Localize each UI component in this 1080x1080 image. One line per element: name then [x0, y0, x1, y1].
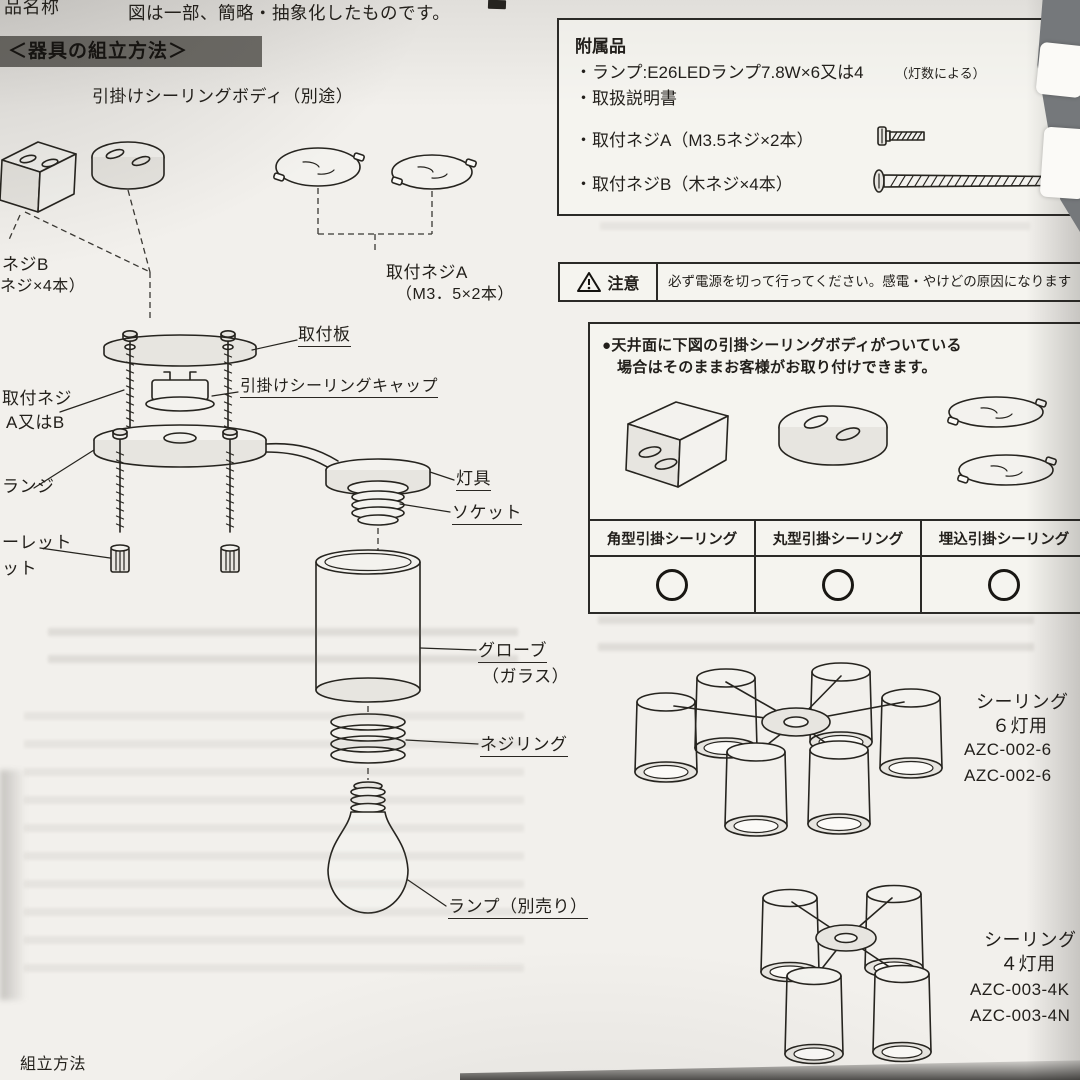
compat-table: 角型引掛シーリング 丸型引掛シーリング 埋込引掛シーリング [590, 519, 1080, 612]
six-light-name: シーリング [976, 692, 1069, 712]
globe-label: グローブ [478, 636, 547, 663]
ok-mark-circle [656, 568, 688, 601]
bleed-through-text [600, 222, 1030, 248]
accessory-screw-b-item: ・取付ネジB（木ネジ×4本） [575, 175, 793, 194]
cropped-glyph-fragment [487, 0, 507, 10]
six-light-model-2: AZC-002-6 [964, 766, 1052, 785]
compat-cell [590, 557, 754, 612]
compat-header: 丸型引掛シーリング [756, 521, 920, 557]
compat-note-line2: 場合はそのままお客様がお取り付けできます。 [617, 359, 937, 376]
machine-screw-a-icon [877, 126, 925, 146]
top-note: 図は一部、簡略・抽象化したものです。 [128, 3, 451, 23]
globe-label-2: （ガラス） [482, 667, 570, 686]
compat-header: 埋込引掛シーリング [922, 521, 1080, 557]
four-light-count: ４灯用 [1000, 954, 1056, 974]
compat-col-round: 丸型引掛シーリング [756, 521, 922, 612]
exploded-assembly-drawing [33, 329, 479, 914]
paper-tab [1035, 41, 1080, 99]
accessory-screw-a-item: ・取付ネジA（M3.5ネジ×2本） [575, 131, 814, 150]
compat-cell [756, 557, 920, 612]
compat-col-square: 角型引掛シーリング [590, 521, 756, 612]
four-light-fixture-drawing [760, 884, 932, 1065]
accessory-lamp-note: （灯数による） [895, 66, 986, 81]
compat-note-line1: ●天井面に下図の引掛シーリングボディがついている [602, 337, 962, 354]
six-light-count: ６灯用 [992, 716, 1048, 736]
compat-col-embedded: 埋込引掛シーリング [922, 521, 1080, 612]
fixture-label: 灯具 [456, 464, 491, 491]
section-title: ＜器具の組立方法＞ [0, 36, 262, 67]
ok-mark-circle [988, 568, 1020, 601]
six-light-model-1: AZC-002-6 [964, 740, 1052, 759]
mount-screw-label-2: A又はB [6, 413, 65, 432]
screw-ring-label: ネジリング [480, 730, 568, 757]
accessory-lamp-item: ・ランプ:E26LEDランプ7.8W×6又は4 [575, 63, 864, 82]
four-light-name: シーリング [984, 930, 1077, 950]
bleed-through-text [598, 616, 1034, 652]
compat-body-shapes-drawing [625, 396, 1057, 488]
knurl-nut-label-2: ット [2, 559, 37, 578]
ok-mark-circle [822, 568, 854, 601]
screw-a-label-2: （M3．5×2本） [396, 286, 514, 303]
page-shadow [0, 770, 26, 1000]
mount-plate-label: 取付板 [298, 320, 351, 347]
caution-label-cell: 注意 [560, 264, 658, 300]
accessories-box: 附属品 ・ランプ:E26LEDランプ7.8W×6又は4 （灯数による） ・取扱説… [557, 18, 1080, 216]
caution-box: 注意 必ず電源を切って行ってください。感電・やけどの原因になります [558, 262, 1080, 302]
screw-b-label: ネジB [2, 255, 49, 274]
four-light-model-2: AZC-003-4N [970, 1006, 1071, 1025]
accessories-title: 附属品 [575, 37, 626, 56]
four-light-model-1: AZC-003-4K [970, 980, 1070, 999]
flange-label: ランジ [2, 477, 55, 496]
ceiling-body-title: 引掛けシーリングボディ（別途） [92, 87, 354, 106]
mount-screw-label: 取付ネジ [2, 389, 72, 408]
knurl-nut-label: ーレット [2, 533, 72, 552]
compat-cell [922, 557, 1080, 612]
accessory-manual-item: ・取扱説明書 [575, 89, 677, 108]
assembly-method-label: 組立方法 [20, 1056, 87, 1073]
warning-triangle-icon [577, 272, 602, 292]
socket-label: ソケット [452, 498, 522, 525]
ceiling-compat-box: ●天井面に下図の引掛シーリングボディがついている 場合はそのままお客様がお取り付… [588, 322, 1080, 614]
lamp-label: ランプ（別売り） [448, 892, 588, 919]
screw-b-label-2: ネジ×4本） [0, 278, 86, 295]
ceiling-body-shapes-drawing [0, 141, 477, 322]
screw-a-label: 取付ネジA [386, 263, 468, 282]
paper-tab [1039, 126, 1080, 200]
ceiling-cap-label: 引掛けシーリングキャップ [240, 372, 439, 398]
six-light-fixture-drawing [634, 662, 943, 837]
cropped-heading-fragment: 品名称 [4, 0, 60, 17]
compat-header: 角型引掛シーリング [590, 521, 754, 557]
caution-text: 必ず電源を切って行ってください。感電・やけどの原因になります [668, 274, 1072, 289]
caution-label: 注意 [607, 276, 640, 293]
